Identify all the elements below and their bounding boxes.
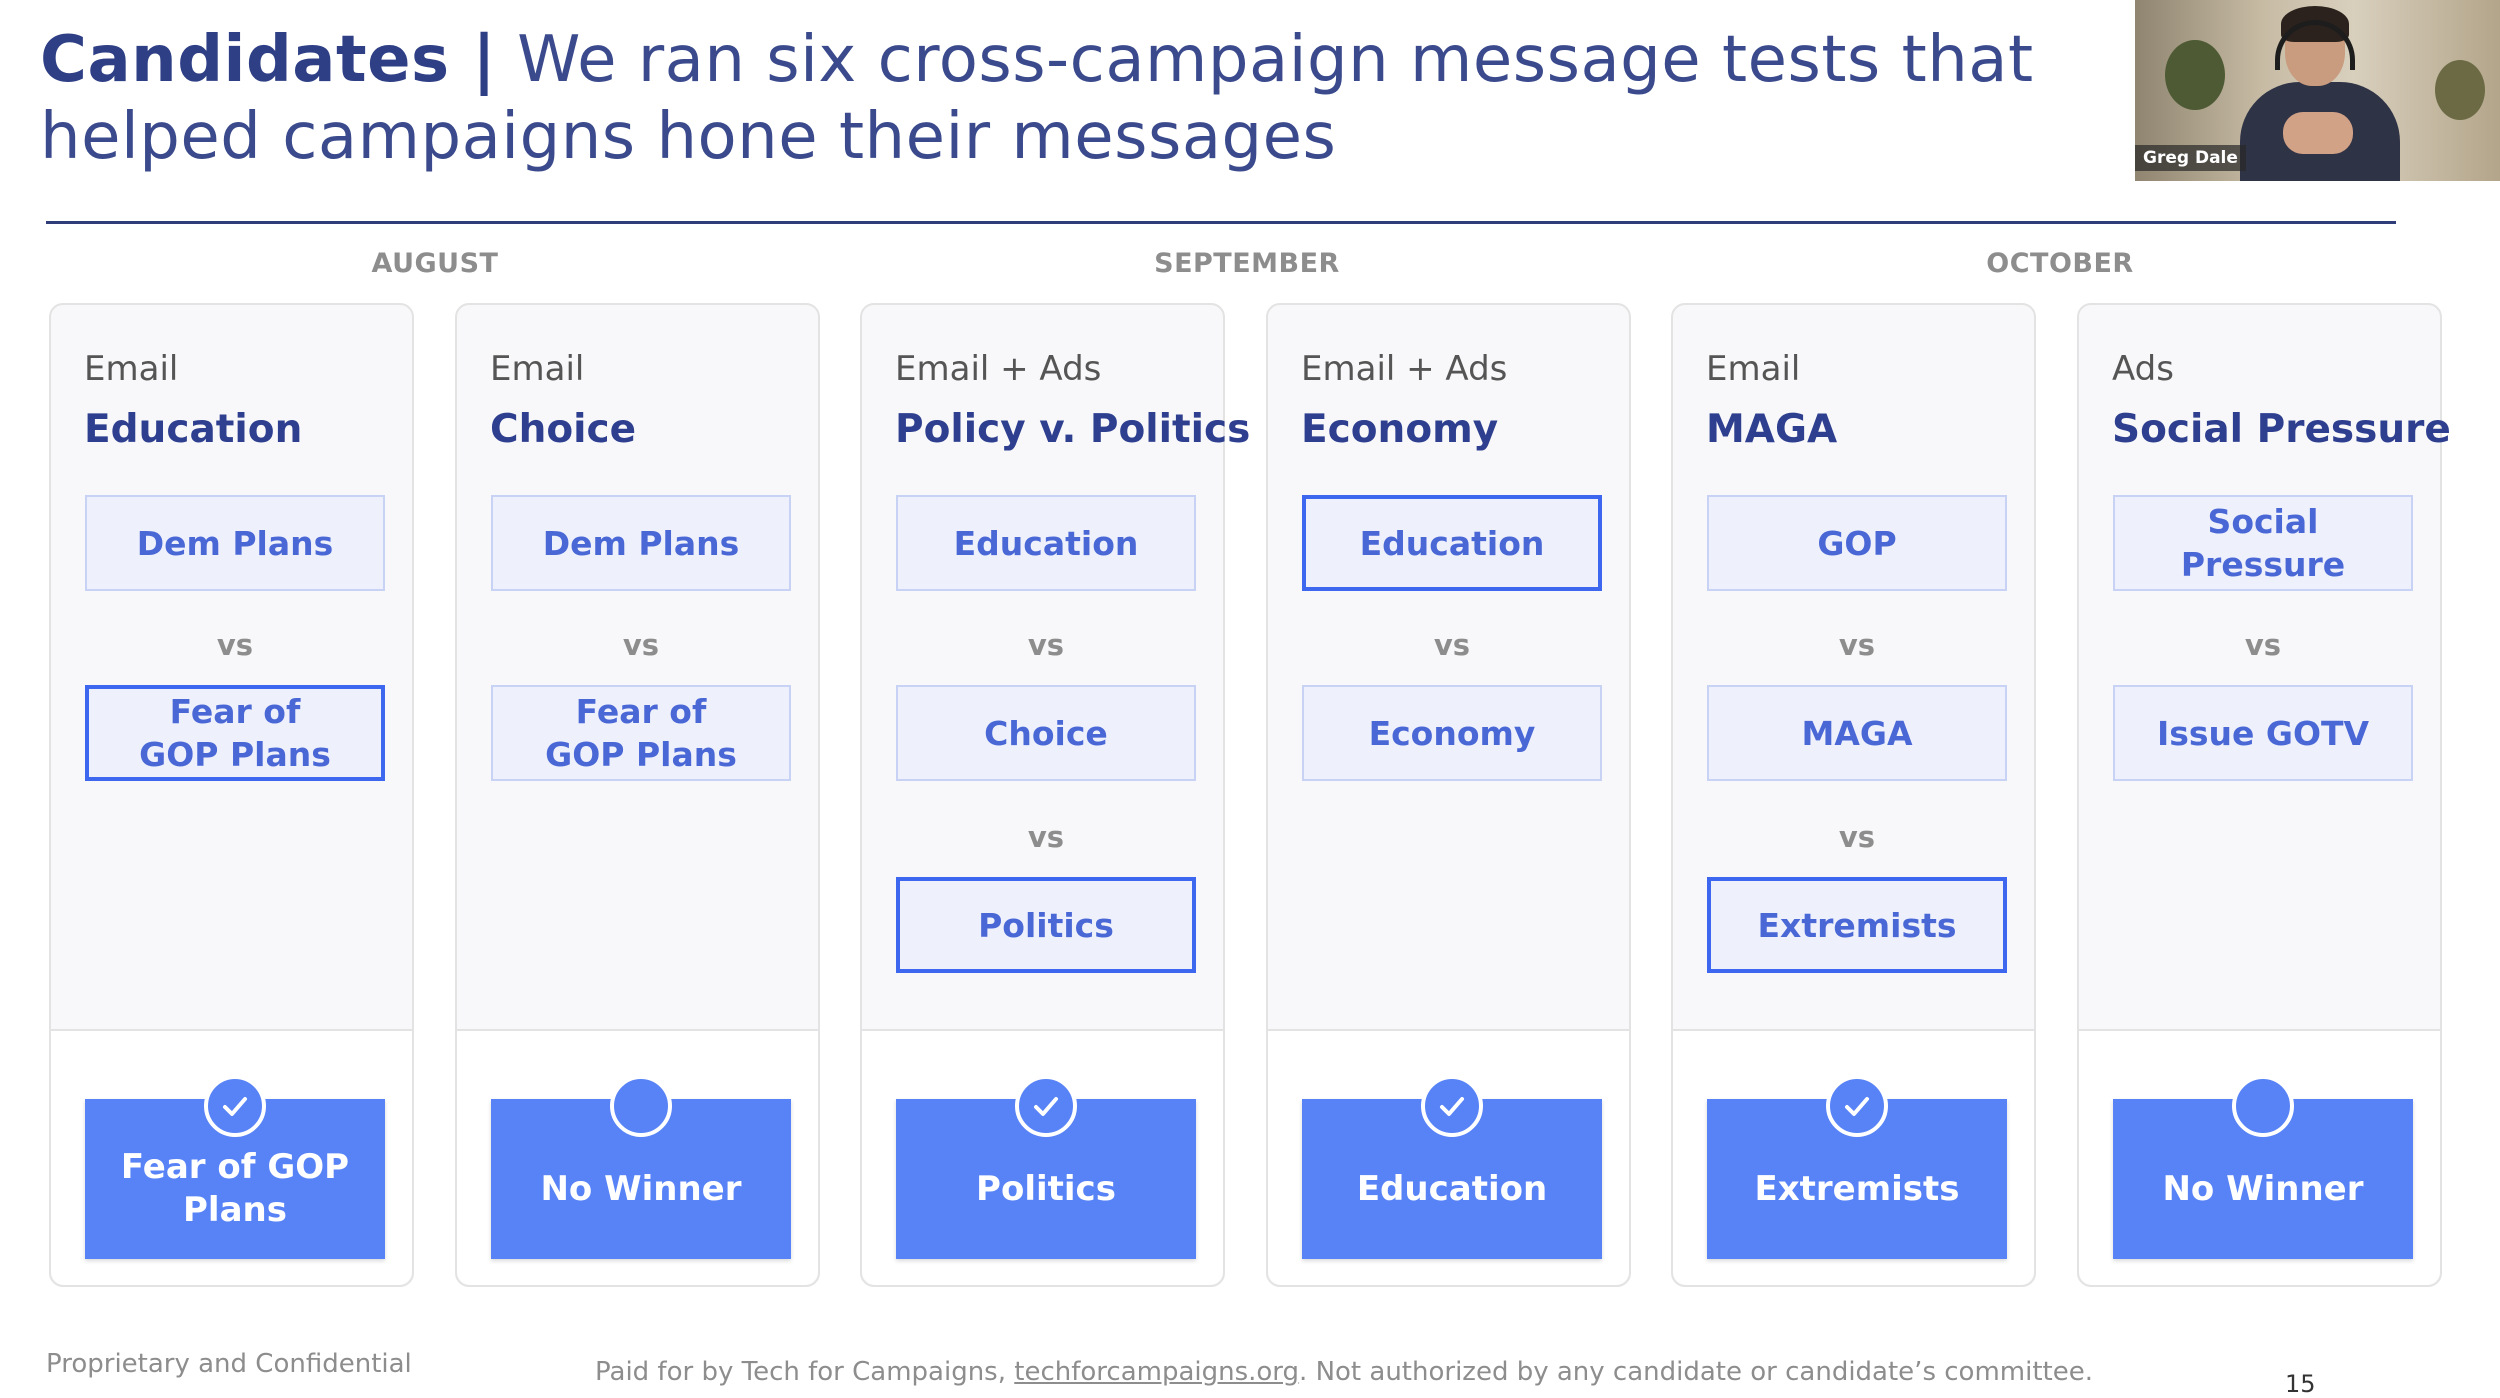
test-title: Policy v. Politics	[895, 407, 1251, 452]
test-channel: Email	[490, 349, 585, 389]
disclaimer-suffix: . Not authorized by any candidate or can…	[1299, 1357, 2093, 1387]
slide-title: Candidates | We ran six cross-campaign m…	[40, 22, 2100, 176]
test-channel: Email	[1706, 349, 1801, 389]
message-option: Dem Plans	[491, 495, 791, 591]
message-option: GOP	[1707, 495, 2007, 591]
page-number: 15	[2285, 1370, 2316, 1398]
vs-label: vs	[216, 628, 254, 662]
month-label-october: OCTOBER	[1986, 248, 2134, 279]
vs-label: vs	[1838, 820, 1876, 854]
vs-label: vs	[1433, 628, 1471, 662]
message-option-label: Education	[1359, 523, 1545, 563]
message-option-label: Dem Plans	[136, 523, 334, 563]
message-option: Economy	[1302, 685, 1602, 781]
month-label-september: SEPTEMBER	[1154, 248, 1340, 279]
disclaimer-prefix: Paid for by Tech for Campaigns,	[595, 1357, 1015, 1387]
test-title: Economy	[1301, 407, 1499, 452]
empty-circle-icon	[610, 1075, 672, 1137]
test-channel: Ads	[2112, 349, 2174, 389]
video-participant-hand	[2283, 112, 2353, 154]
winner-label: Education	[1356, 1168, 1548, 1209]
slide-title-bold: Candidates |	[40, 23, 497, 97]
test-channel: Email + Ads	[1301, 349, 1508, 389]
message-option: Choice	[896, 685, 1196, 781]
winner-label: No Winner	[2162, 1168, 2364, 1209]
message-option: Fear of GOP Plans	[85, 685, 385, 781]
message-option-label: Education	[953, 523, 1139, 563]
message-option-label: Issue GOTV	[2156, 713, 2370, 753]
message-option: Politics	[896, 877, 1196, 973]
message-option: Dem Plans	[85, 495, 385, 591]
message-option: Social Pressure	[2113, 495, 2413, 591]
message-option-label: Extremists	[1757, 905, 1957, 945]
test-channel: Email + Ads	[895, 349, 1102, 389]
winner-box: Politics	[896, 1099, 1196, 1259]
message-option-label: Politics	[978, 905, 1114, 945]
message-option-label: Fear of GOP Plans	[545, 692, 737, 774]
month-label-august: AUGUST	[371, 248, 499, 279]
check-circle-icon	[1421, 1075, 1483, 1137]
vs-label: vs	[1027, 628, 1065, 662]
video-tile[interactable]: Greg Dale	[2135, 0, 2500, 181]
message-option-label: GOP	[1817, 523, 1897, 563]
message-option-label: Social Pressure	[2180, 502, 2346, 584]
disclaimer-link[interactable]: techforcampaigns.org	[1014, 1357, 1300, 1387]
video-plant	[2165, 40, 2225, 110]
test-title: Social Pressure	[2112, 407, 2451, 452]
winner-label: Politics	[976, 1168, 1116, 1209]
vs-label: vs	[1027, 820, 1065, 854]
message-option: Issue GOTV	[2113, 685, 2413, 781]
title-divider	[46, 221, 2396, 224]
message-option: Fear of GOP Plans	[491, 685, 791, 781]
message-option-label: Choice	[984, 713, 1108, 753]
participant-name-tag: Greg Dale	[2135, 145, 2246, 171]
test-title: Education	[84, 407, 303, 452]
slide-title-rest: We ran six cross-campaign message tests …	[40, 23, 2034, 174]
test-title: Choice	[490, 407, 637, 452]
winner-label: Fear of GOP Plans	[120, 1147, 350, 1230]
message-option-label: MAGA	[1801, 713, 1913, 753]
vs-label: vs	[2244, 628, 2282, 662]
empty-circle-icon	[2232, 1075, 2294, 1137]
message-option: Education	[1302, 495, 1602, 591]
message-option: MAGA	[1707, 685, 2007, 781]
test-channel: Email	[84, 349, 179, 389]
check-circle-icon	[1015, 1075, 1077, 1137]
test-title: MAGA	[1706, 407, 1838, 452]
vs-label: vs	[622, 628, 660, 662]
confidential-note: Proprietary and Confidential	[46, 1349, 412, 1379]
video-plant	[2435, 60, 2485, 120]
paid-for-disclaimer: Paid for by Tech for Campaigns, techforc…	[595, 1357, 2093, 1387]
check-circle-icon	[1826, 1075, 1888, 1137]
message-option-label: Fear of GOP Plans	[139, 692, 331, 774]
winner-label: Extremists	[1754, 1168, 1960, 1209]
message-option-label: Dem Plans	[542, 523, 740, 563]
vs-label: vs	[1838, 628, 1876, 662]
winner-label: No Winner	[540, 1168, 742, 1209]
message-option: Education	[896, 495, 1196, 591]
message-option: Extremists	[1707, 877, 2007, 973]
message-option-label: Economy	[1368, 713, 1536, 753]
check-circle-icon	[204, 1075, 266, 1137]
